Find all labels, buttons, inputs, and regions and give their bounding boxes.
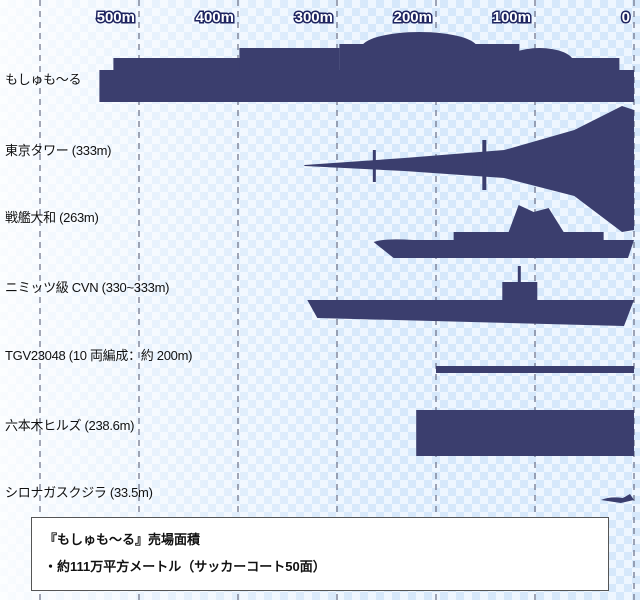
silhouette-rows [99,32,634,503]
mall-block [159,62,240,72]
yamato-deck [453,232,604,242]
mall-base [99,70,634,102]
nimitz-hull [307,300,634,326]
tower-body [304,106,634,232]
row-label: ニミッツ級 CVN (330~333m) [5,280,169,295]
mall-block [239,48,340,72]
mall-dome [361,32,478,64]
bar-tokyo-tower [304,106,634,232]
x-tick-label: 300m [295,9,333,26]
x-tick-label: 100m [493,9,531,26]
yamato-hull [373,239,634,258]
nimitz-island [502,282,538,302]
bar-whale [600,494,634,503]
x-tick-label: 200m [394,9,432,26]
mall-dome [505,48,574,76]
bar-nimitz [307,266,634,326]
whale-body [600,494,634,503]
info-title: 『もしゅも～る』売場面積 [44,532,201,547]
x-tick-label: 500m [97,9,135,26]
bar-mall [99,32,634,102]
info-line: ・約111万平方メートル（サッカーコート50面） [44,559,326,574]
info-box: 『もしゅも～る』売場面積 ・約111万平方メートル（サッカーコート50面） [31,517,609,591]
x-tick-label: 400m [196,9,234,26]
row-label: 戦艦大和 (263m) [5,210,99,225]
roppongi-building [416,410,634,456]
row-label: シロナガスクジラ (33.5m) [5,485,153,500]
bar-tgv [436,366,634,373]
x-tick-labels: 500m 400m 300m 200m 100m 0 [95,8,631,28]
bar-yamato [373,205,634,258]
bar-roppongi [416,410,634,456]
row-label: 六本木ヒルズ (238.6m) [5,418,134,433]
x-tick-label: 0 [622,9,630,26]
row-label: 東京タワー (333m) [5,143,111,158]
yamato-tower [508,205,564,232]
row-label: もしゅも～る [5,72,81,87]
row-label: TGV23048 (10 両編成：約 200m) [5,348,192,363]
tgv-train [436,366,634,373]
